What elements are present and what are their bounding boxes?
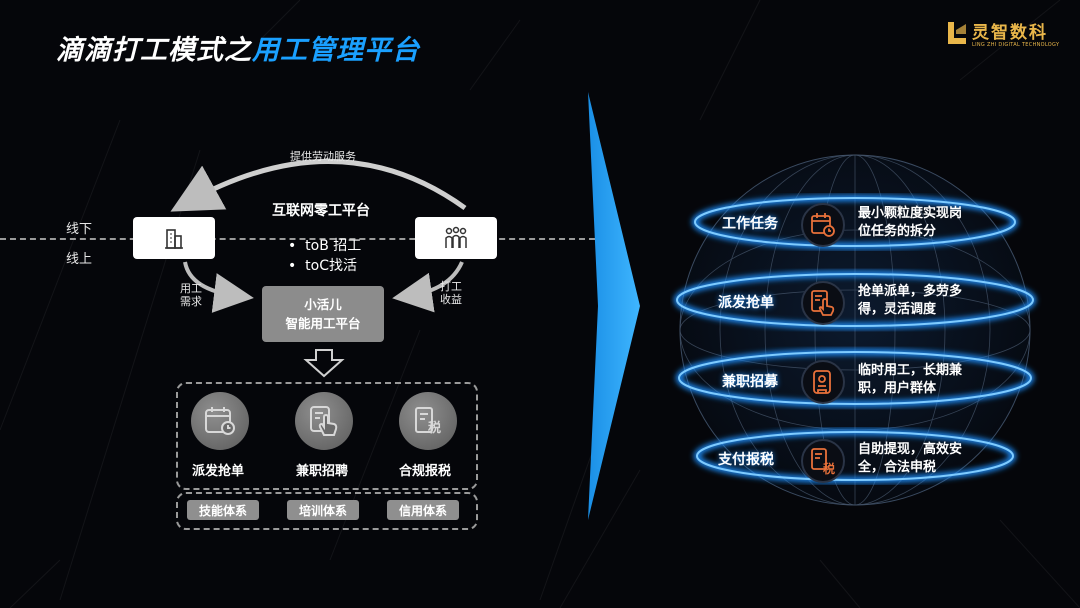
logo-mark-icon <box>946 20 968 46</box>
platform-bullets: • toB 招工 • toC找活 <box>288 236 361 276</box>
system-pill: 培训体系 <box>287 500 359 520</box>
bullet-item: • toC找活 <box>288 256 361 276</box>
calendar-icon <box>810 212 836 238</box>
feature-parttime-icon-circle <box>295 392 353 450</box>
platform-title: 互联网零工平台 <box>272 200 370 220</box>
system-pill: 信用体系 <box>387 500 459 520</box>
ring-description: 自助提现，高效安全，合法申税 <box>858 441 962 477</box>
earnings-label: 打工收益 <box>440 280 462 306</box>
calendar-icon <box>203 405 237 437</box>
ring-label-work-task: 工作任务 <box>722 213 778 233</box>
touch-hand-icon <box>810 289 836 317</box>
feature-tax-icon-circle: 税 <box>399 392 457 450</box>
company-box <box>133 217 215 259</box>
logo-subtext: LING ZHI DIGITAL TECHNOLOGY <box>972 42 1059 48</box>
feature-label: 派发抢单 <box>192 460 244 479</box>
logo-text: 灵智数科 <box>972 18 1048 43</box>
service-arc-label: 提供劳动服务 <box>290 148 356 164</box>
feature-label: 合规报税 <box>399 460 451 479</box>
ring-description: 最小颗粒度实现岗位任务的拆分 <box>858 205 962 241</box>
feature-dispatch-icon-circle <box>191 392 249 450</box>
ring-badge <box>801 281 845 325</box>
system-pill: 技能体系 <box>187 500 259 520</box>
feature-label: 兼职招聘 <box>296 460 348 479</box>
ring-badge: 税 <box>801 439 845 483</box>
tax-icon: 税 <box>412 405 444 437</box>
ring-label-payment: 支付报税 <box>718 449 774 469</box>
ring-badge <box>801 203 845 247</box>
ring-description: 临时用工，长期兼职，用户群体 <box>858 362 962 398</box>
smart-platform-box: 小活儿智能用工平台 <box>262 286 384 342</box>
touch-hand-icon <box>308 404 340 438</box>
company-logo: 灵智数科 LING ZHI DIGITAL TECHNOLOGY <box>946 18 1066 54</box>
ring-description: 抢单派单，多劳多得，灵活调度 <box>858 283 962 319</box>
tax-icon: 税 <box>809 447 837 475</box>
workers-box <box>415 217 497 259</box>
down-arrow-icon <box>306 350 342 376</box>
ring-label-dispatch: 派发抢单 <box>718 292 774 312</box>
svg-text:税: 税 <box>428 420 441 436</box>
transition-chevron <box>588 92 642 520</box>
ring-label-recruit: 兼职招募 <box>722 371 778 391</box>
svg-text:税: 税 <box>823 461 835 475</box>
building-icon <box>163 226 185 250</box>
people-icon <box>443 226 469 250</box>
bullet-item: • toB 招工 <box>288 236 361 256</box>
demand-label: 用工需求 <box>180 282 202 308</box>
ring-badge <box>801 360 845 404</box>
id-card-icon <box>810 369 836 395</box>
